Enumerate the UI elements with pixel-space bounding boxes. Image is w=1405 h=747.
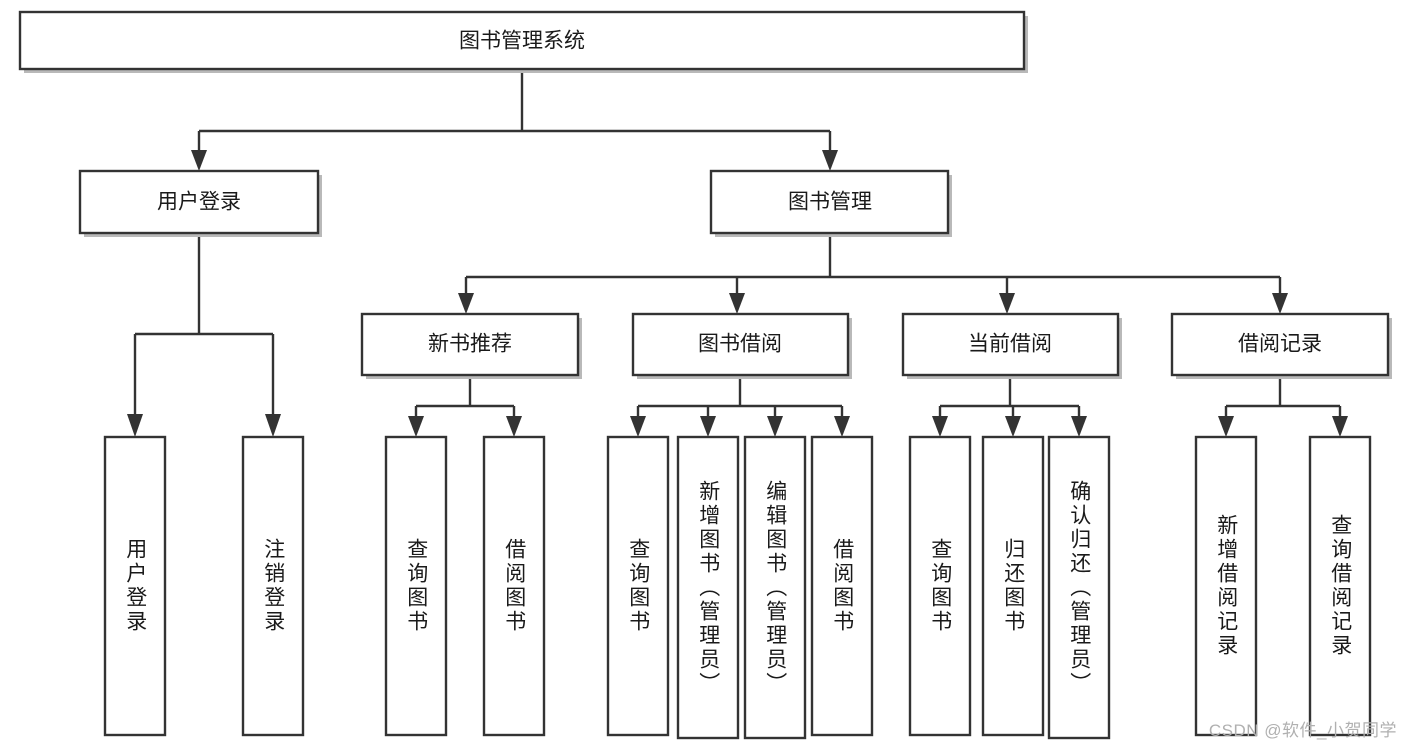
node-borrow-record[interactable]: 借阅记录 [1170, 312, 1392, 379]
node-book-borrow[interactable]: 图书借阅 [631, 312, 852, 379]
leaf-box-borrow-do[interactable] [810, 435, 874, 737]
leaf-box-rec-add[interactable] [1194, 435, 1258, 737]
leaf-box-cur-query[interactable] [908, 435, 972, 737]
node-new-book-rec[interactable]: 新书推荐 [360, 312, 582, 379]
leaf-box-user-logout[interactable] [241, 435, 305, 737]
arrow-to-book-borrow [729, 293, 745, 314]
node-book-manage[interactable]: 图书管理 [709, 169, 952, 237]
node-new-book-rec-box[interactable] [360, 312, 580, 377]
leaf-box-rec-search[interactable] [1308, 435, 1372, 737]
arrow-to-leaf-rec-search [1332, 416, 1348, 437]
arrow-to-leaf-rec-borrow [506, 416, 522, 437]
node-current-borrow[interactable]: 当前借阅 [901, 312, 1122, 379]
arrow-to-leaf-user-login [127, 414, 143, 437]
arrow-to-leaf-borrow-add [700, 416, 716, 437]
node-user-login-label: 用户登录 [157, 191, 241, 214]
node-root-label: 图书管理系统 [459, 30, 585, 53]
arrow-to-book-manage [822, 150, 838, 171]
arrow-to-leaf-borrow-do [834, 416, 850, 437]
connector-layer [127, 69, 1348, 437]
csdn-watermark: CSDN @软件_小贺同学 [1208, 721, 1397, 740]
node-book-manage-box[interactable] [709, 169, 950, 235]
arrow-to-leaf-rec-query [408, 416, 424, 437]
node-root[interactable]: 图书管理系统 [18, 10, 1028, 73]
node-root-box[interactable] [18, 10, 1026, 71]
leaf-box-cur-return[interactable] [981, 435, 1045, 737]
node-book-manage-label: 图书管理 [788, 191, 872, 214]
leaf-box-borrow-add[interactable] [676, 435, 740, 740]
leaf-box-user-login[interactable] [103, 435, 167, 737]
arrow-to-user-login [191, 150, 207, 171]
arrow-to-leaf-borrow-query [630, 416, 646, 437]
leaf-box-borrow-query[interactable] [606, 435, 670, 737]
arrow-to-leaf-user-logout [265, 414, 281, 437]
arrow-to-borrow-record [1272, 293, 1288, 314]
node-current-borrow-label: 当前借阅 [968, 333, 1052, 356]
arrow-to-leaf-rec-add [1218, 416, 1234, 437]
leaf-box-layer [103, 435, 1372, 740]
arrow-to-current-borrow [999, 293, 1015, 314]
node-borrow-record-box[interactable] [1170, 312, 1390, 377]
arrow-to-leaf-borrow-edit [767, 416, 783, 437]
node-new-book-rec-label: 新书推荐 [428, 333, 512, 356]
node-user-login[interactable]: 用户登录 [78, 169, 322, 237]
node-book-borrow-label: 图书借阅 [698, 333, 782, 356]
node-user-login-box[interactable] [78, 169, 320, 235]
arrow-to-leaf-cur-confirm [1071, 416, 1087, 437]
arrow-to-leaf-cur-return [1005, 416, 1021, 437]
arrow-to-new-book-rec [458, 293, 474, 314]
leaf-box-cur-confirm[interactable] [1047, 435, 1111, 740]
node-book-borrow-box[interactable] [631, 312, 850, 377]
leaf-box-rec-borrow[interactable] [482, 435, 546, 737]
arrow-to-leaf-cur-query [932, 416, 948, 437]
leaf-box-rec-query[interactable] [384, 435, 448, 737]
node-borrow-record-label: 借阅记录 [1238, 333, 1322, 356]
leaf-box-borrow-edit[interactable] [743, 435, 807, 740]
node-current-borrow-box[interactable] [901, 312, 1120, 377]
